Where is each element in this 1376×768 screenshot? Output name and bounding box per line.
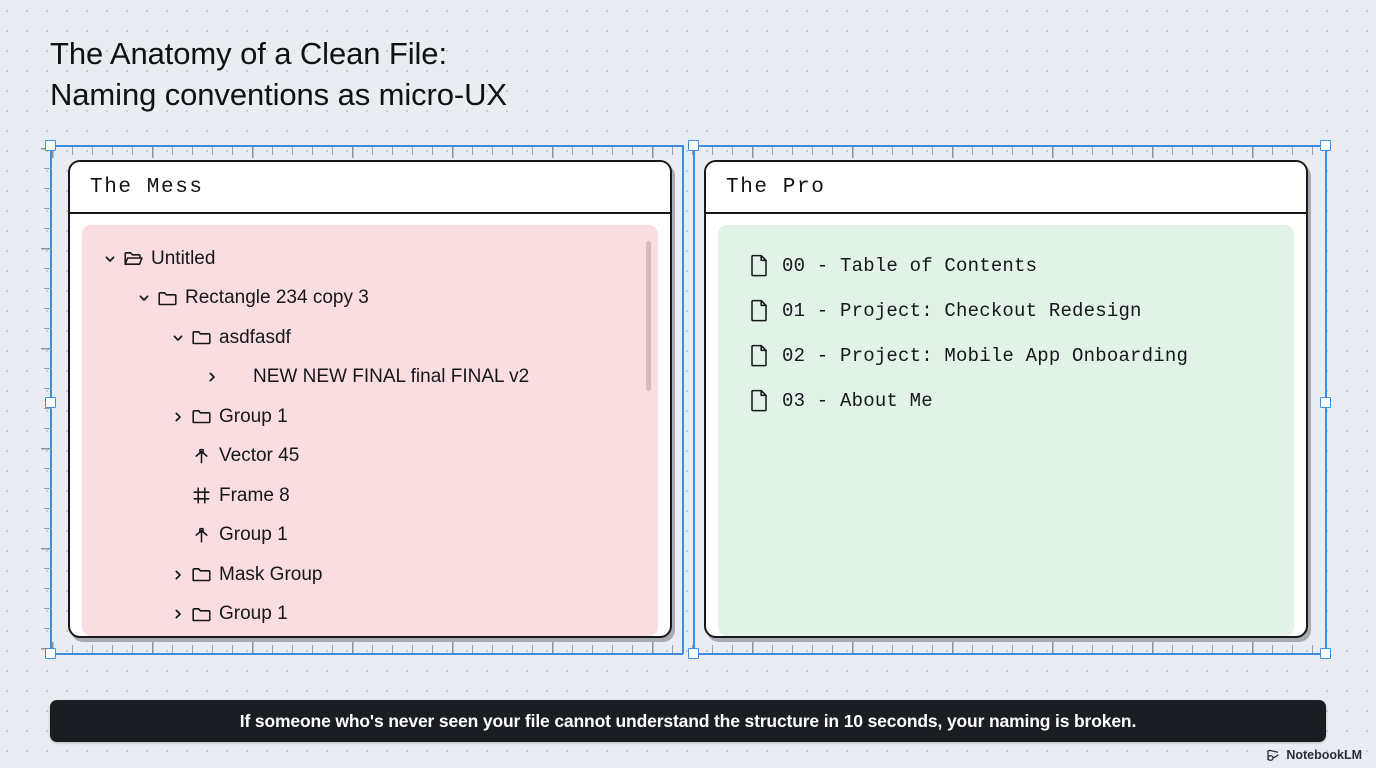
resize-handle-middle-left[interactable] (45, 397, 56, 408)
layer-row[interactable]: NEW NEW FINAL final FINAL v2 (82, 358, 658, 398)
file-row[interactable]: 00 - Table of Contents (718, 243, 1294, 288)
ruler-ticks-bottom-major (52, 642, 1325, 653)
layer-label: Vector 45 (219, 445, 300, 467)
selection-ruler-mid-left (682, 145, 684, 654)
layer-label: Untitled (151, 247, 216, 269)
chevron-down-icon[interactable] (100, 252, 120, 266)
chevron-right-icon[interactable] (202, 370, 222, 384)
frame-icon (188, 485, 214, 506)
resize-handle-bottom-center[interactable] (688, 648, 699, 659)
layer-row[interactable]: Group 1 (82, 516, 658, 556)
folder-icon (188, 604, 214, 625)
panel-title-the-mess: The Mess (90, 175, 204, 199)
notebooklm-watermark: NotebookLM (1266, 748, 1362, 762)
notebook-spiral-icon (1266, 749, 1281, 762)
folder-icon (154, 288, 180, 309)
panel-title-the-pro: The Pro (726, 175, 826, 199)
file-label: 01 - Project: Checkout Redesign (782, 299, 1142, 322)
panel-body-the-pro: 00 - Table of Contents 01 - Project: Chec… (706, 214, 1306, 636)
file-row[interactable]: 01 - Project: Checkout Redesign (718, 288, 1294, 333)
folder-icon (188, 406, 214, 427)
tree-scrollbar-thumb[interactable] (646, 241, 651, 391)
resize-handle-top-center[interactable] (688, 140, 699, 151)
layer-row[interactable]: Group 1 (82, 595, 658, 635)
selection-ruler-bottom-left (50, 653, 683, 655)
caption-bar: If someone who's never seen your file ca… (50, 700, 1326, 742)
panel-the-pro: The Pro 00 - Table of Contents 01 - Proje… (704, 160, 1308, 638)
file-label: 02 - Project: Mobile App Onboarding (782, 344, 1189, 367)
resize-handle-bottom-right[interactable] (1320, 648, 1331, 659)
chevron-right-icon[interactable] (168, 568, 188, 582)
folder-open-icon (120, 248, 146, 269)
layer-label: Group 1 (219, 524, 288, 546)
file-list-pane: 00 - Table of Contents 01 - Project: Chec… (718, 225, 1294, 636)
ruler-ticks-top-major (52, 147, 1325, 158)
resize-handle-top-right[interactable] (1320, 140, 1331, 151)
selection-ruler-mid-right (693, 145, 695, 654)
file-row[interactable]: 03 - About Me (718, 378, 1294, 423)
resize-handle-bottom-left[interactable] (45, 648, 56, 659)
page-title: The Anatomy of a Clean File: Naming conv… (50, 36, 508, 112)
layer-label: asdfasdf (219, 326, 291, 348)
layer-label: Rectangle 234 copy 3 (185, 287, 369, 309)
vector-path-icon (188, 446, 214, 467)
panel-header-the-pro: The Pro (706, 162, 1306, 214)
file-label: 00 - Table of Contents (782, 254, 1038, 277)
document-icon (742, 388, 776, 413)
chevron-right-icon[interactable] (168, 607, 188, 621)
layer-row[interactable]: Group 1 (82, 397, 658, 437)
layer-label: Frame 8 (219, 484, 290, 506)
document-icon (742, 253, 776, 278)
layer-row[interactable]: Vector 45 (82, 437, 658, 477)
watermark-label: NotebookLM (1286, 748, 1362, 762)
file-list: 00 - Table of Contents 01 - Project: Chec… (718, 225, 1294, 423)
layer-row[interactable]: asdfasdf (82, 318, 658, 358)
file-row[interactable]: 02 - Project: Mobile App Onboarding (718, 333, 1294, 378)
document-icon (742, 343, 776, 368)
chevron-right-icon[interactable] (168, 410, 188, 424)
selection-ruler-bottom-right (693, 653, 1326, 655)
folder-icon (188, 564, 214, 585)
layer-row[interactable]: Rectangle 234 copy 3 (82, 279, 658, 319)
chevron-down-icon[interactable] (168, 331, 188, 345)
panel-header-the-mess: The Mess (70, 162, 670, 214)
layer-row[interactable]: Frame 8 (82, 476, 658, 516)
selection-ruler-top-left (50, 145, 683, 147)
folder-icon (188, 327, 214, 348)
layer-label: Group 1 (219, 603, 288, 625)
caption-text: If someone who's never seen your file ca… (239, 710, 1137, 731)
chevron-down-icon[interactable] (134, 291, 154, 305)
vector-path-icon (188, 525, 214, 546)
layer-label: Mask Group (219, 563, 323, 585)
selection-ruler-top-right (693, 145, 1326, 147)
resize-handle-middle-right[interactable] (1320, 397, 1331, 408)
layer-label: Group 1 (219, 405, 288, 427)
layer-row[interactable]: Mask Group (82, 555, 658, 595)
layer-label: NEW NEW FINAL final FINAL v2 (253, 366, 530, 388)
tree-scrollbar[interactable] (646, 241, 651, 611)
layer-row[interactable]: Untitled (82, 239, 658, 279)
resize-handle-top-left[interactable] (45, 140, 56, 151)
file-label: 03 - About Me (782, 389, 933, 412)
document-icon (742, 298, 776, 323)
